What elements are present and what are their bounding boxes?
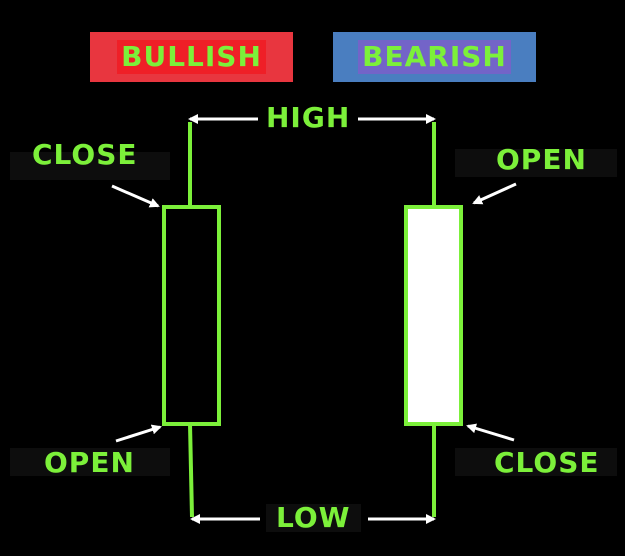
bearish-close-pointer-arrow	[466, 423, 515, 442]
bearish-open-pointer-arrow	[472, 182, 517, 205]
bullish-close-label-bg	[10, 152, 170, 180]
bearish-badge: BEARISH	[333, 32, 536, 82]
bullish-close-pointer-arrow	[111, 184, 160, 208]
bullish-open-label: OPEN	[44, 446, 135, 479]
low-label: LOW	[266, 504, 361, 532]
bearish-open-label-bg	[455, 149, 617, 177]
bullish-close-label: CLOSE	[32, 138, 138, 171]
high-label: HIGH	[262, 104, 355, 132]
bullish-lower-wick	[188, 423, 194, 518]
bullish-open-label-bg	[10, 448, 170, 476]
bullish-badge: BULLISH	[90, 32, 293, 82]
bearish-close-label-bg	[455, 448, 617, 476]
bullish-badge-label: BULLISH	[117, 39, 266, 75]
bearish-badge-label: BEARISH	[358, 39, 511, 75]
bearish-close-label: CLOSE	[494, 446, 600, 479]
bullish-open-pointer-arrow	[115, 424, 162, 443]
bearish-candle-body	[404, 205, 463, 426]
bullish-candle-body	[162, 205, 221, 426]
bearish-open-label: OPEN	[496, 143, 587, 176]
